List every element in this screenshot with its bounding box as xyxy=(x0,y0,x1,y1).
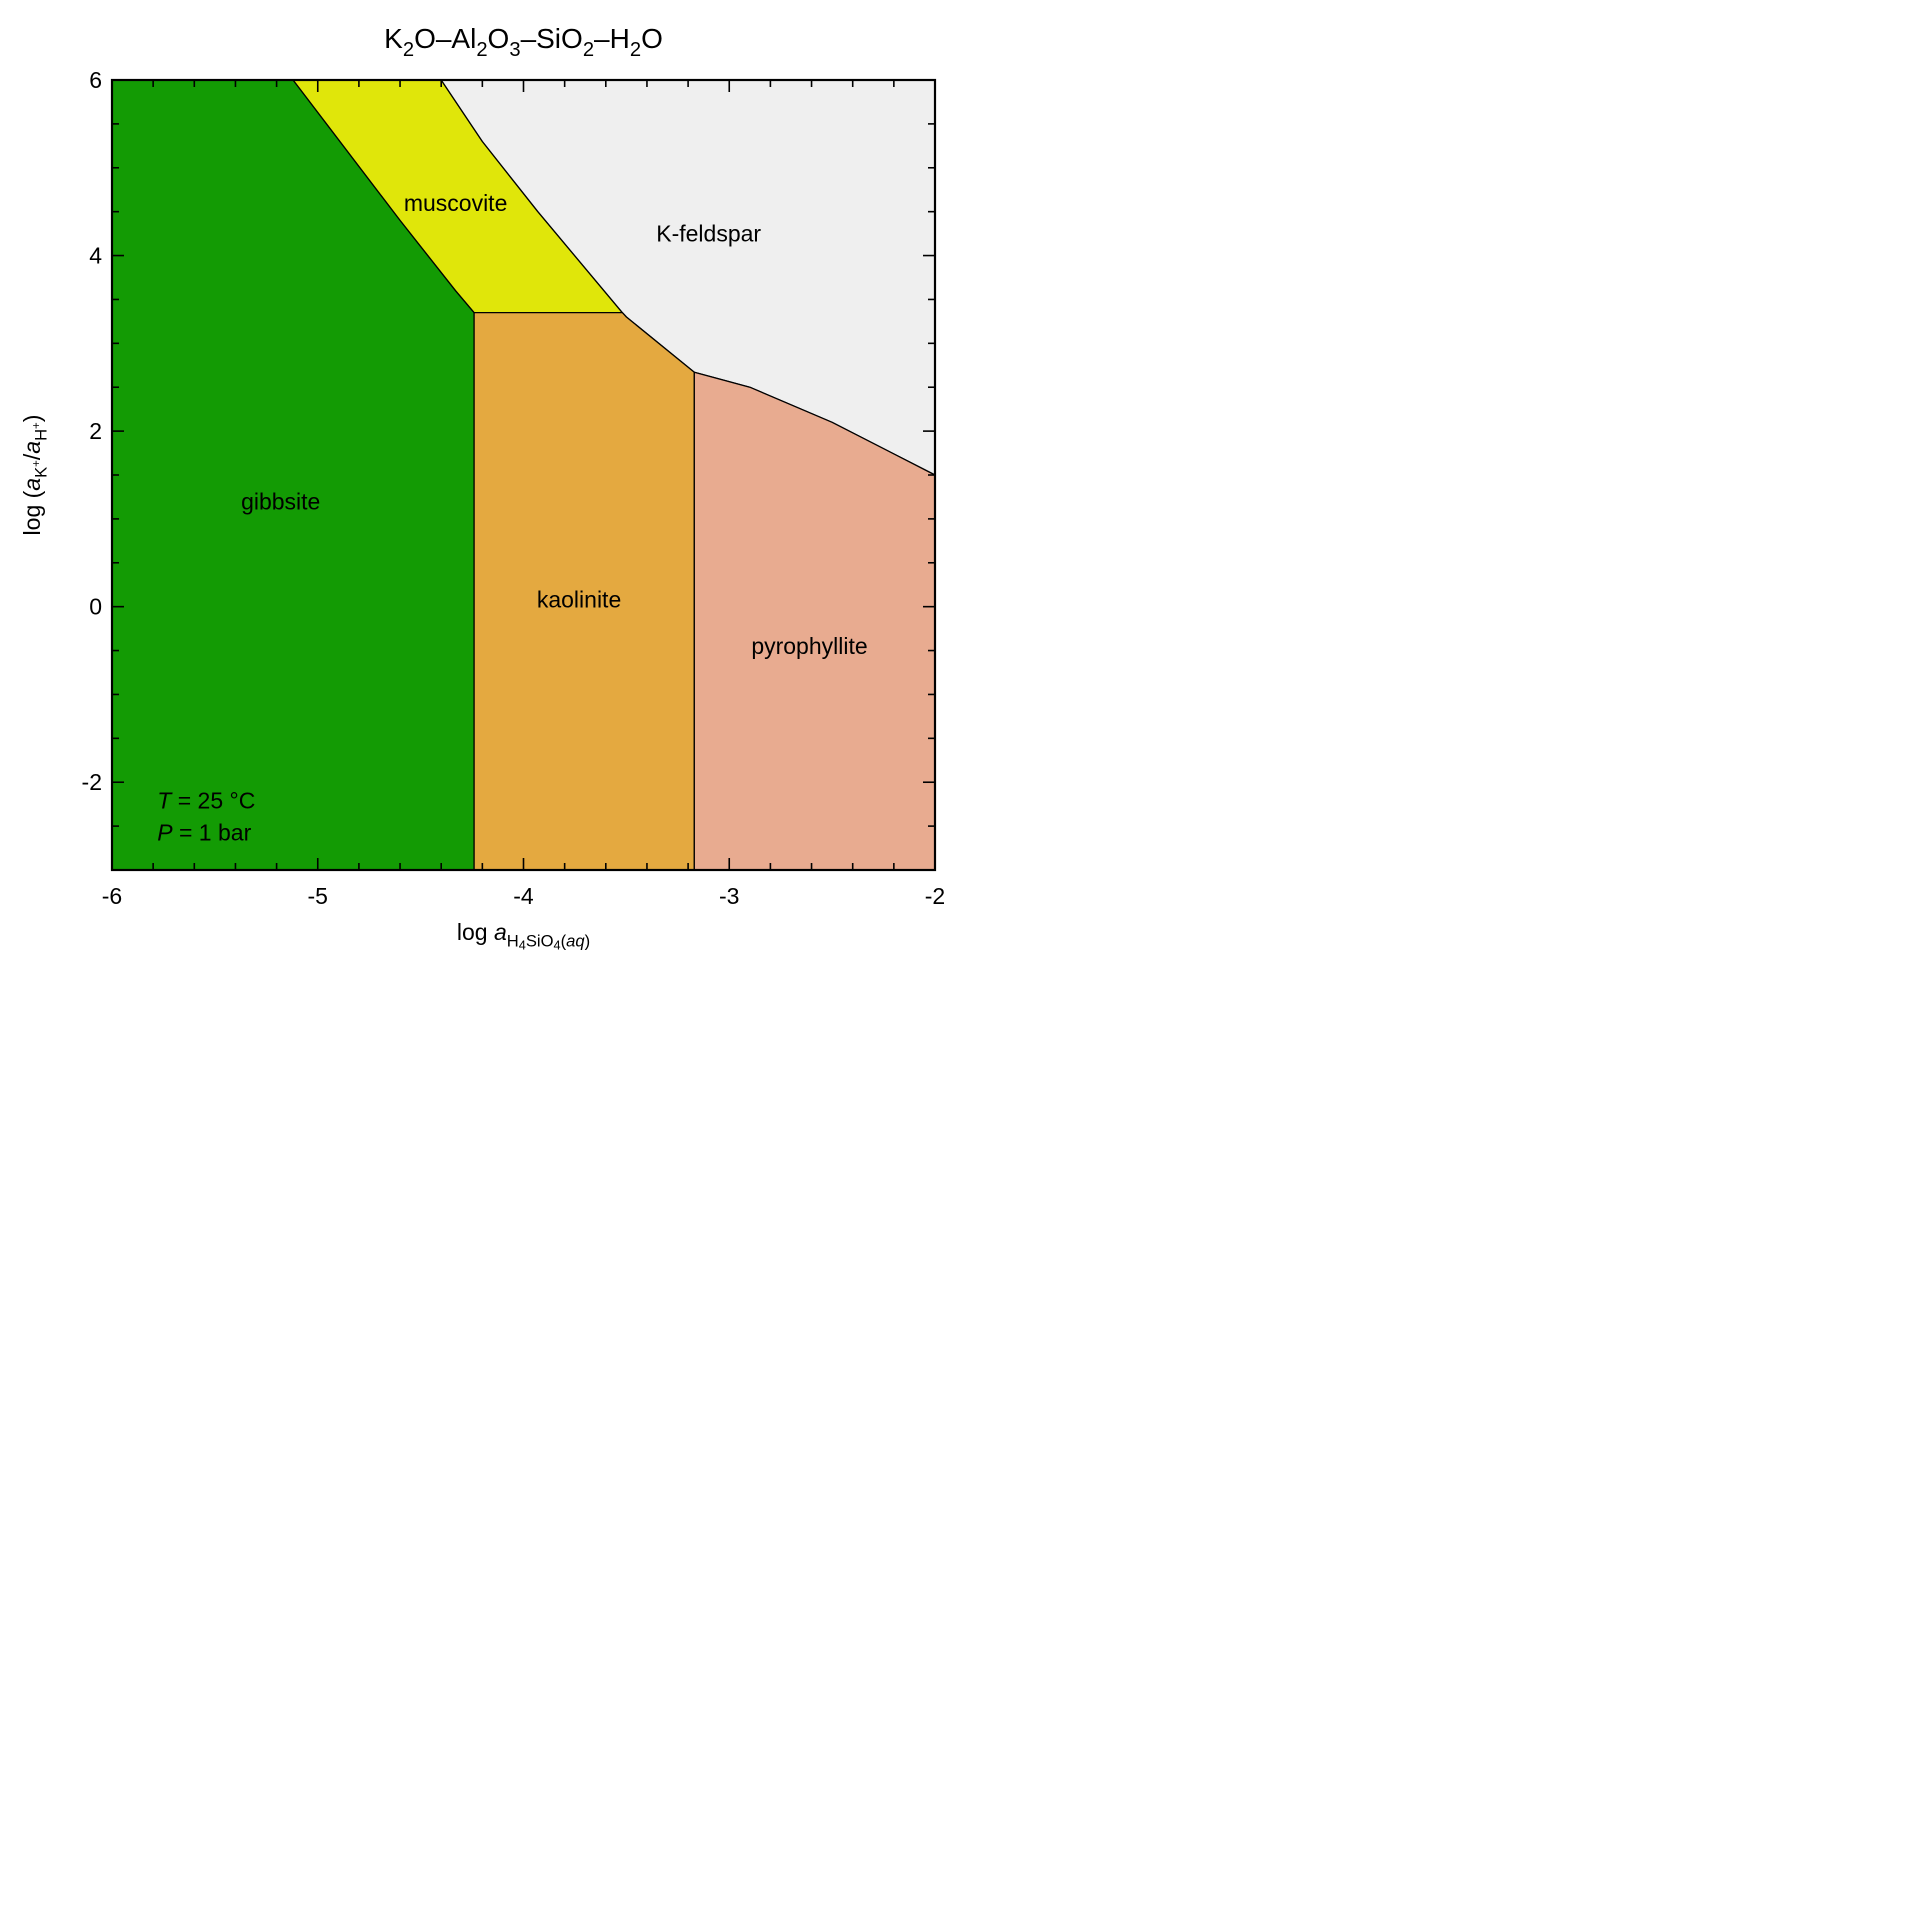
y-tick-label: 4 xyxy=(89,243,102,269)
tick-labels: -6 -5 -4 -3 -2 -2 0 2 4 6 xyxy=(82,67,946,909)
field-label-gibbsite: gibbsite xyxy=(241,488,320,514)
stability-fields xyxy=(111,79,936,871)
field-label-muscovite: muscovite xyxy=(404,190,508,216)
field-label-k-feldspar: K-feldspar xyxy=(656,221,761,247)
conditions-annotation: T = 25 °C P = 1 bar xyxy=(157,788,255,846)
y-tick-label: -2 xyxy=(82,769,102,795)
x-tick-label: -2 xyxy=(925,883,945,909)
x-axis-label: log aH4SiO4(aq) xyxy=(457,919,590,953)
x-tick-label: -5 xyxy=(308,883,328,909)
pressure-annotation: P = 1 bar xyxy=(157,820,251,846)
y-axis-label: log (aK+/aH+) xyxy=(19,415,50,536)
y-tick-label: 6 xyxy=(89,67,102,93)
temperature-annotation: T = 25 °C xyxy=(157,788,255,814)
x-tick-label: -6 xyxy=(102,883,122,909)
x-tick-label: -3 xyxy=(719,883,739,909)
chart-title: K2O–Al2O3–SiO2–H2O xyxy=(384,23,663,61)
y-tick-label: 0 xyxy=(89,594,102,620)
y-tick-label: 2 xyxy=(89,418,102,444)
plot-frame xyxy=(110,78,937,872)
field-label-kaolinite: kaolinite xyxy=(537,587,621,613)
field-label-pyrophyllite: pyrophyllite xyxy=(751,633,867,659)
x-tick-label: -4 xyxy=(513,883,534,909)
